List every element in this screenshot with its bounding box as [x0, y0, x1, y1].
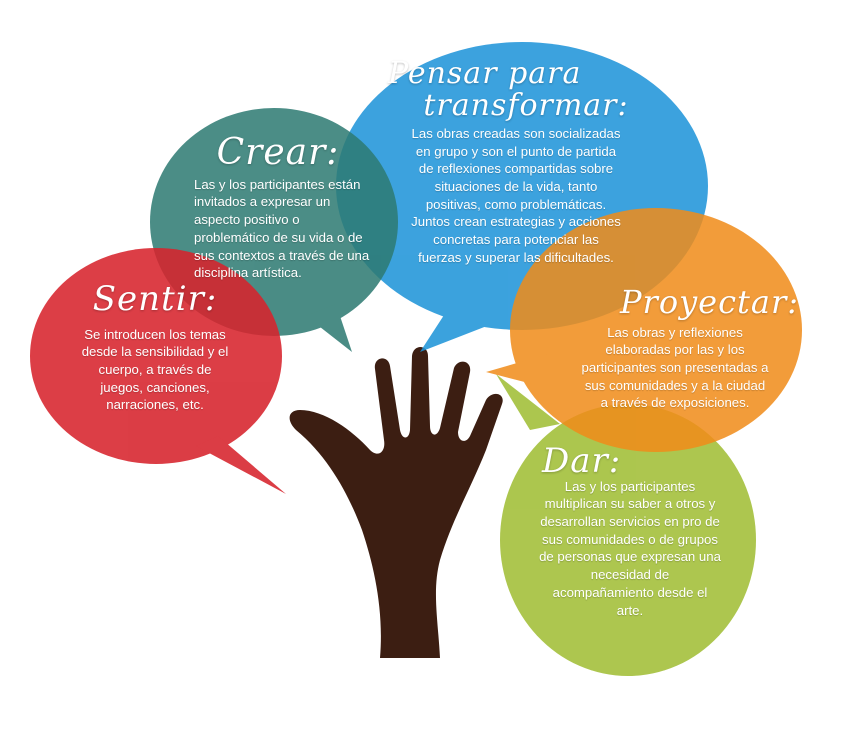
crear-line: sus contextos a través de una [194, 247, 370, 263]
dar-line: desarrollan servicios en pro de [540, 514, 720, 530]
pensar-description: Las obras creadas son socializadas en gr… [388, 125, 644, 267]
sentir-line: desde la sensibilidad y el [81, 344, 229, 360]
sentir-line: juegos, canciones, [100, 379, 210, 395]
dar-line: sus comunidades o de grupos [542, 531, 718, 547]
pensar-line: en grupo y son el punto de partida [415, 143, 617, 159]
dar-line: multiplican su saber a otros y [544, 496, 716, 512]
pensar-line: Las obras creadas son socializadas [411, 126, 621, 141]
pensar-title-line: transformar: [423, 87, 629, 123]
pensar-line: Juntos crean estrategias y acciones [411, 214, 621, 230]
crear-title: Crear: [216, 132, 340, 173]
bubble-proyectar [486, 208, 802, 452]
sentir-title: Sentir: [92, 279, 218, 319]
crear-text: Crear: Las y los participantes están inv… [178, 134, 378, 282]
pensar-title-line: Pensar para [388, 56, 582, 91]
hand-icon [289, 347, 503, 658]
sentir-line: narraciones, etc. [106, 397, 204, 413]
dar-text: Dar: Las y los participantes multiplican… [518, 441, 742, 620]
dar-line: arte. [616, 602, 644, 618]
crear-line: invitados a expresar un [194, 194, 331, 210]
proyectar-line: a través de exposiciones. [600, 395, 750, 411]
crear-line: problemático de su vida o de [194, 229, 363, 245]
pensar-title: Pensar para transformar: [388, 58, 644, 121]
pensar-line: fuerzas y superar las dificultades. [418, 249, 614, 265]
pensar-line: situaciones de la vida, tanto [434, 179, 598, 195]
sentir-line: Se introducen los temas [84, 326, 226, 342]
crear-line: Las y los participantes están [194, 176, 361, 192]
dar-line: Las y los participantes [564, 478, 696, 494]
crear-description: Las y los participantes están invitados … [178, 176, 378, 282]
dar-line: de personas que expresan una [539, 549, 721, 565]
pensar-line: de reflexiones compartidas sobre [418, 161, 614, 177]
proyectar-line: sus comunidades y a la ciudad [584, 377, 766, 393]
dar-title: Dar: [542, 441, 622, 481]
pensar-line: positivas, como problemáticas. [425, 196, 607, 212]
sentir-description: Se introducen los temas desde la sensibi… [50, 326, 260, 414]
bubble-dar [496, 374, 756, 676]
proyectar-line: elaboradas por las y los [605, 342, 745, 358]
sentir-text: Sentir: Se introducen los temas desde la… [50, 279, 260, 414]
pensar-text: Pensar para transformar: Las obras cread… [388, 58, 644, 267]
proyectar-title: Proyectar: [620, 283, 800, 321]
proyectar-line: participantes son presentadas a [581, 359, 769, 375]
proyectar-line: Las obras y reflexiones [607, 324, 743, 340]
bubble-sentir [30, 248, 286, 494]
crear-line: disciplina artística. [194, 265, 302, 281]
dar-description: Las y los participantes multiplican su s… [518, 478, 742, 620]
crear-line: aspecto positivo o [194, 212, 300, 228]
pensar-line: concretas para potenciar las [433, 232, 599, 248]
proyectar-text: Proyectar: Las obras y reflexiones elabo… [560, 283, 800, 412]
sentir-line: cuerpo, a través de [98, 362, 212, 378]
proyectar-description: Las obras y reflexiones elaboradas por l… [560, 324, 790, 412]
dar-line: acompañamiento desde el [552, 584, 708, 600]
dar-line: necesidad de [590, 567, 670, 583]
